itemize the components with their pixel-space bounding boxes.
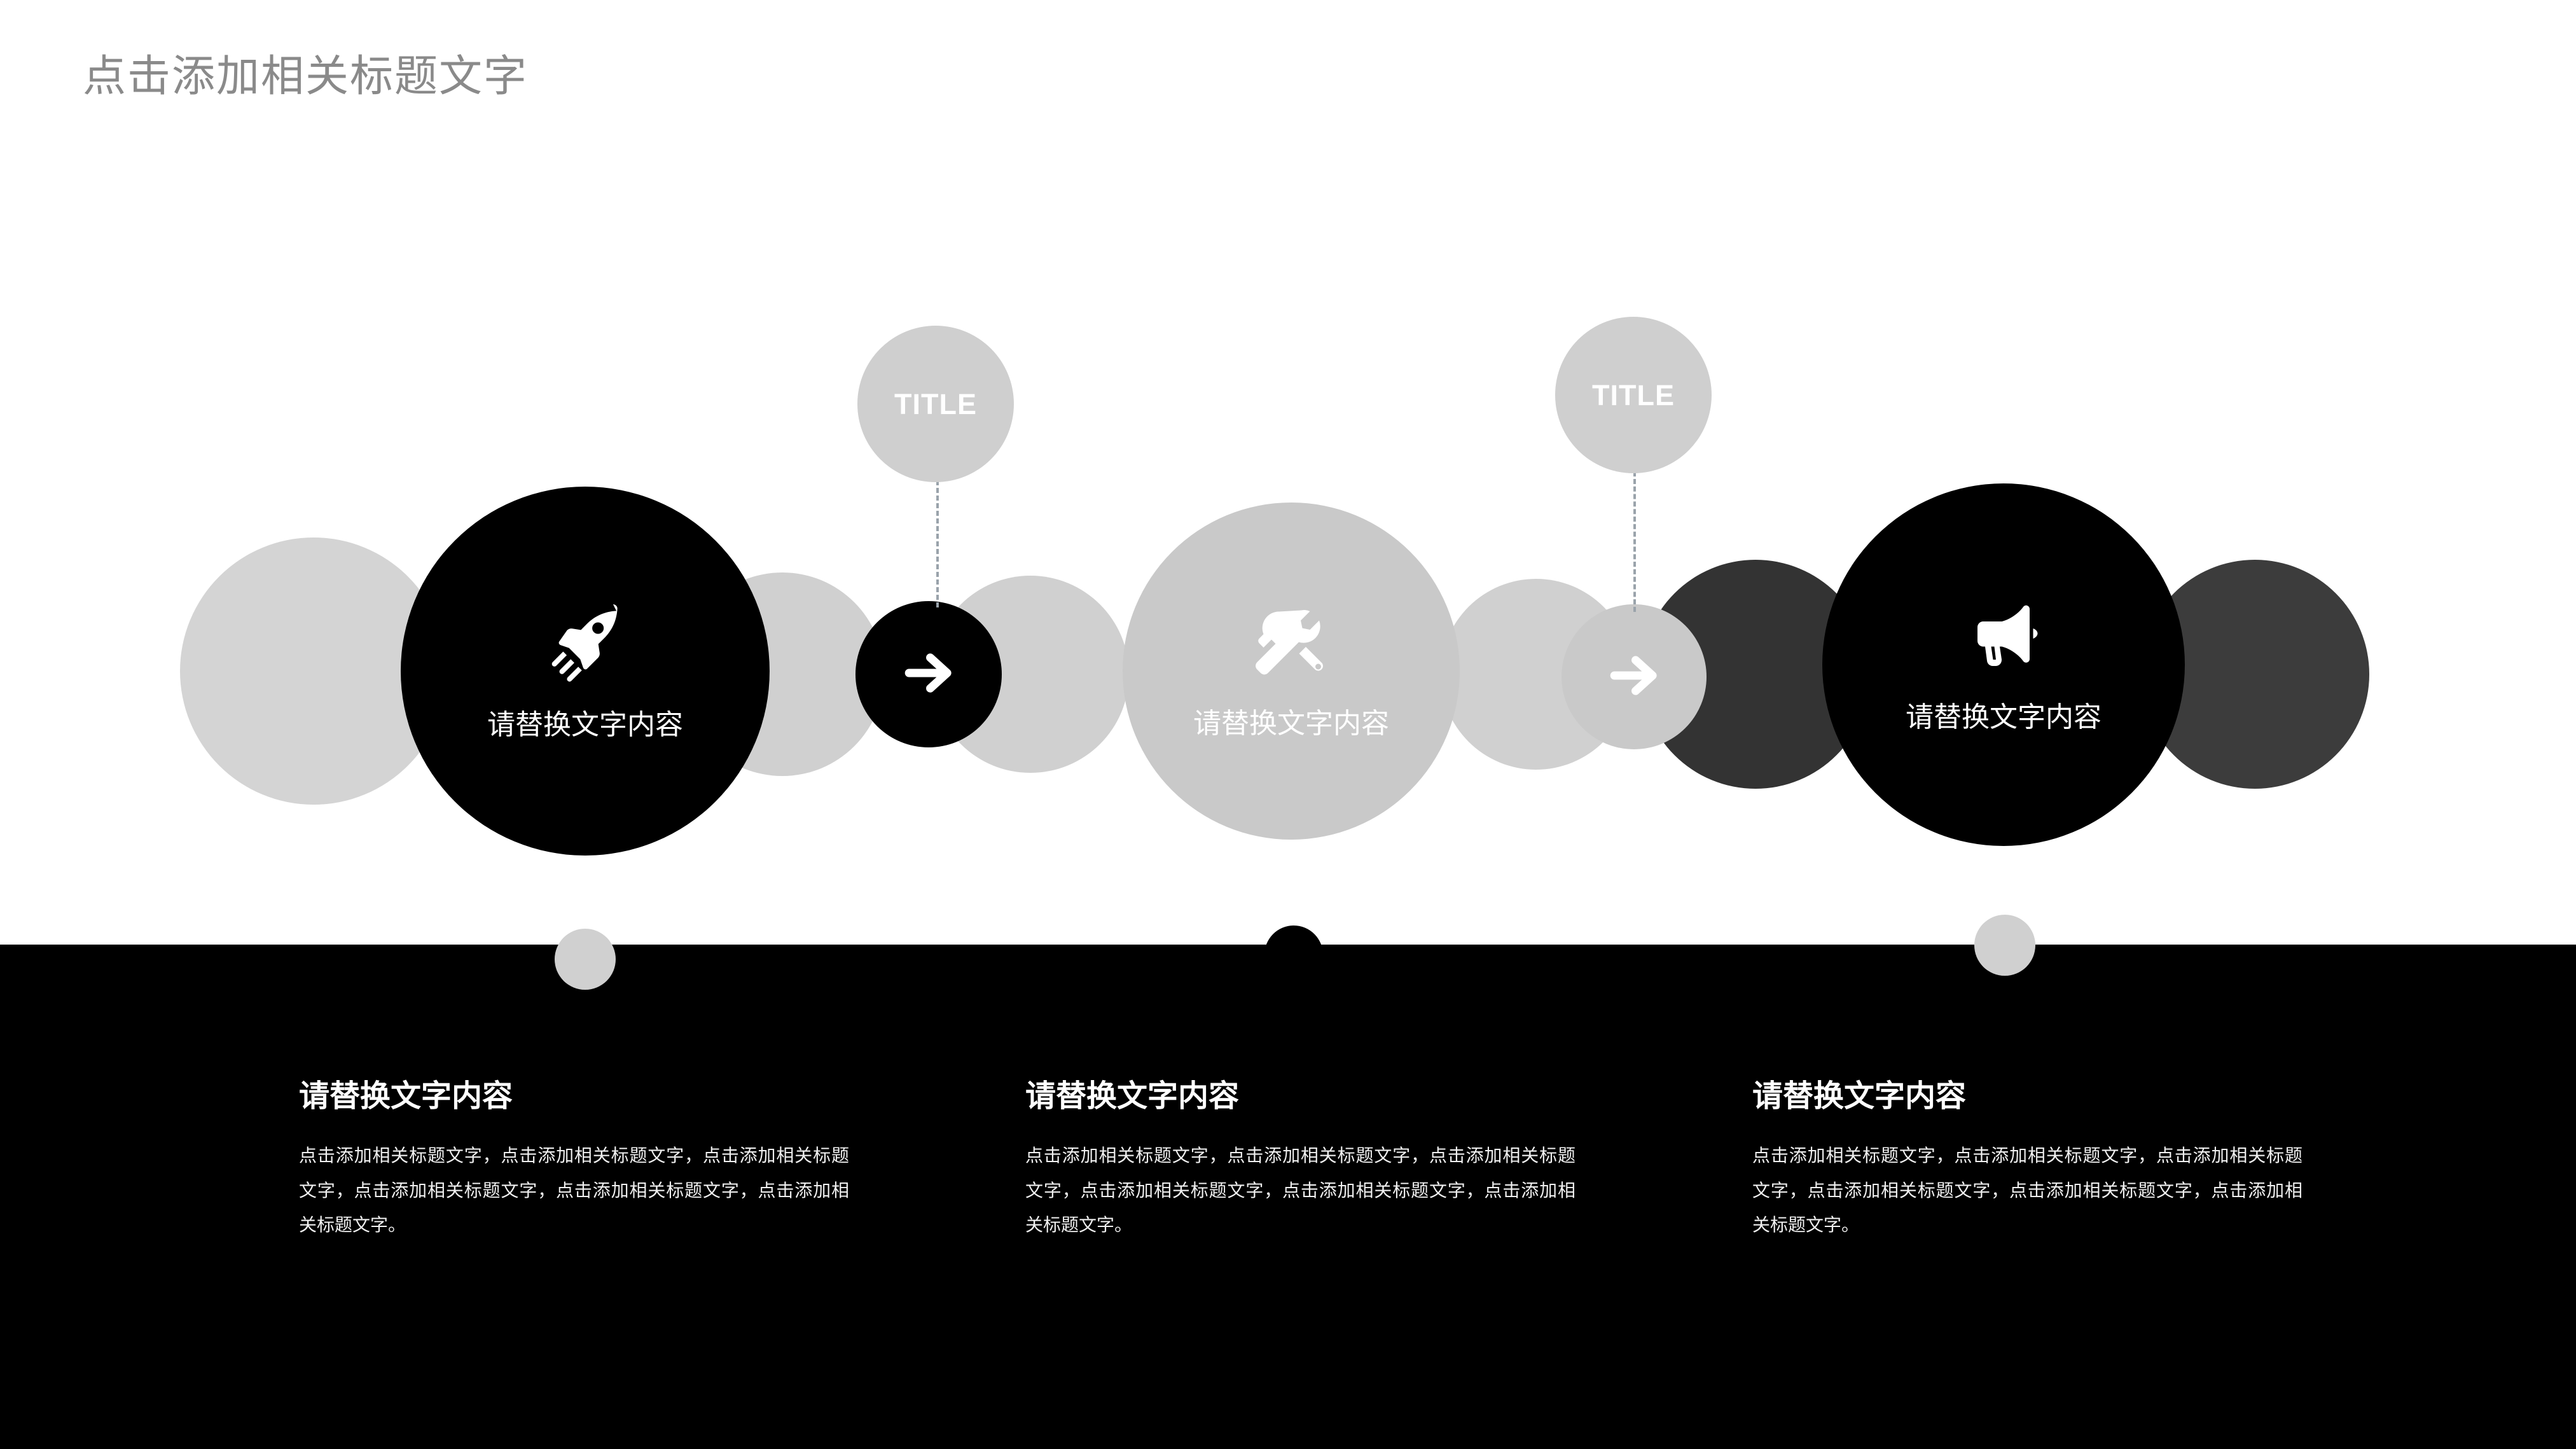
step-label-megaphone: 请替换文字内容	[1906, 701, 2102, 733]
bottom-band	[0, 945, 2576, 1449]
arrow-right-icon	[897, 641, 960, 708]
column-body[interactable]: 点击添加相关标题文字，点击添加相关标题文字，点击添加相关标题文字，点击添加相关标…	[1025, 1146, 1575, 1235]
connector-arrow-1[interactable]	[855, 601, 1002, 747]
text-column-2: 请替换文字内容 点击添加相关标题文字，点击添加相关标题文字，点击添加相关标题文字…	[1025, 1081, 1585, 1243]
title-bubble-label: TITLE	[1592, 378, 1675, 412]
step-circle-megaphone[interactable]: 请替换文字内容	[1822, 483, 2185, 846]
column-title[interactable]: 请替换文字内容	[299, 1079, 513, 1113]
tools-icon	[1253, 605, 1329, 684]
text-column-3: 请替换文字内容 点击添加相关标题文字，点击添加相关标题文字，点击添加相关标题文字…	[1752, 1081, 2312, 1243]
title-bubble-1[interactable]: TITLE	[857, 326, 1014, 482]
step-circle-tools[interactable]: 请替换文字内容	[1123, 503, 1460, 840]
column-body[interactable]: 点击添加相关标题文字，点击添加相关标题文字，点击添加相关标题文字，点击添加相关标…	[1752, 1146, 2302, 1235]
band-dot-3	[1974, 915, 2035, 976]
megaphone-icon	[1965, 599, 2042, 678]
bubble-connector-line-2	[1633, 434, 1636, 612]
bubble-connector-line-1	[936, 442, 939, 607]
column-title[interactable]: 请替换文字内容	[1752, 1079, 1967, 1113]
connector-arrow-2[interactable]	[1562, 604, 1707, 749]
step-label-rocket: 请替换文字内容	[487, 709, 683, 740]
band-dot-1	[555, 929, 616, 990]
title-bubble-2[interactable]: TITLE	[1555, 317, 1712, 473]
arrow-right-icon	[1602, 644, 1666, 711]
column-title[interactable]: 请替换文字内容	[1025, 1079, 1240, 1113]
text-column-1: 请替换文字内容 点击添加相关标题文字，点击添加相关标题文字，点击添加相关标题文字…	[299, 1081, 859, 1243]
rocket-icon	[546, 604, 625, 686]
band-dot-2	[1264, 926, 1323, 984]
title-bubble-label: TITLE	[894, 387, 977, 420]
column-body[interactable]: 点击添加相关标题文字，点击添加相关标题文字，点击添加相关标题文字，点击添加相关标…	[299, 1146, 849, 1235]
step-circle-rocket[interactable]: 请替换文字内容	[401, 487, 770, 856]
page-title[interactable]: 点击添加相关标题文字	[83, 52, 529, 101]
step-label-tools: 请替换文字内容	[1193, 707, 1389, 739]
